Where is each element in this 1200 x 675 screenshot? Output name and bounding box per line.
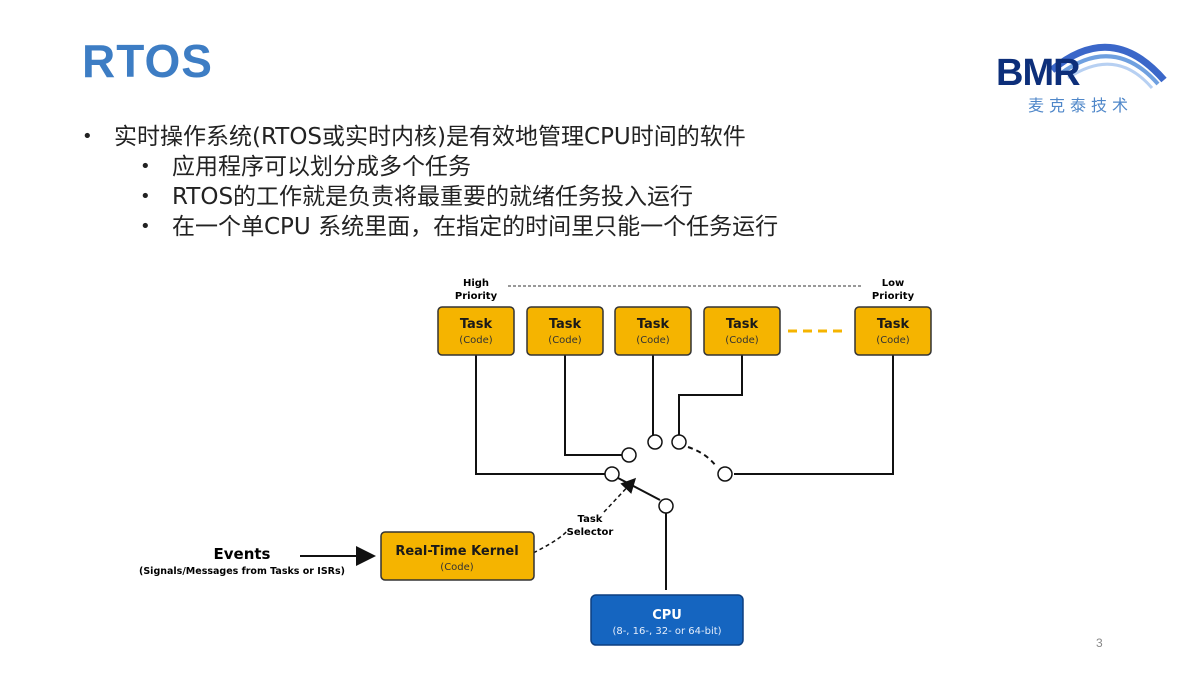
task-sub: (Code) xyxy=(548,335,582,346)
logo-arcs-icon xyxy=(1049,43,1167,89)
priority-high-label-2: Priority xyxy=(455,291,498,302)
events-subtitle: (Signals/Messages from Tasks or ISRs) xyxy=(139,566,345,577)
page-number: 3 xyxy=(1096,636,1103,650)
logo-brand: BMR xyxy=(996,52,1081,94)
task-selector-label-1: Task xyxy=(578,514,603,525)
task-box: Task (Code) xyxy=(614,306,692,356)
task-title: Task xyxy=(460,317,493,332)
cpu-box: CPU (8-, 16-, 32- or 64-bit) xyxy=(590,594,744,646)
task-title: Task xyxy=(549,317,582,332)
task-title: Task xyxy=(637,317,670,332)
kernel-sub: (Code) xyxy=(440,562,474,573)
task-sub: (Code) xyxy=(636,335,670,346)
task-box: Task (Code) xyxy=(703,306,781,356)
switch-contacts xyxy=(604,434,733,514)
task-title: Task xyxy=(726,317,759,332)
task-sub: (Code) xyxy=(876,335,910,346)
bullet-list: 实时操作系统(RTOS或实时内核)是有效地管理CPU时间的软件 应用程序可以划分… xyxy=(80,122,778,242)
kernel-selector-dashed xyxy=(526,529,569,557)
bullet-item: 实时操作系统(RTOS或实时内核)是有效地管理CPU时间的软件 xyxy=(80,122,778,152)
priority-low-label-1: Low xyxy=(882,278,904,289)
task-box: Task (Code) xyxy=(526,306,604,356)
task-title: Task xyxy=(877,317,910,332)
bullet-item: RTOS的工作就是负责将最重要的就绪任务投入运行 xyxy=(80,182,778,212)
bmr-logo: BMR 麦克泰技术 xyxy=(992,30,1172,115)
events-title: Events xyxy=(214,545,271,563)
task-sub: (Code) xyxy=(725,335,759,346)
slide-title: RTOS xyxy=(82,35,213,87)
priority-low-label-2: Priority xyxy=(872,291,915,302)
bullet-item: 在一个单CPU 系统里面，在指定的时间里只能一个任务运行 xyxy=(80,212,778,242)
task-box: Task (Code) xyxy=(437,306,515,356)
task-sub: (Code) xyxy=(459,335,493,346)
bullet-item: 应用程序可以划分成多个任务 xyxy=(80,152,778,182)
selector-arrow xyxy=(603,477,637,513)
cpu-sub: (8-, 16-, 32- or 64-bit) xyxy=(612,626,721,637)
wires xyxy=(475,355,894,590)
logo-subtitle: 麦克泰技术 xyxy=(1028,96,1134,115)
priority-high-label-1: High xyxy=(463,278,489,289)
task-selector-label-2: Selector xyxy=(567,527,614,538)
kernel-box: Real-Time Kernel (Code) xyxy=(380,531,535,581)
cpu-title: CPU xyxy=(652,608,682,623)
kernel-title: Real-Time Kernel xyxy=(395,544,518,559)
task-box: Task (Code) xyxy=(854,306,932,356)
